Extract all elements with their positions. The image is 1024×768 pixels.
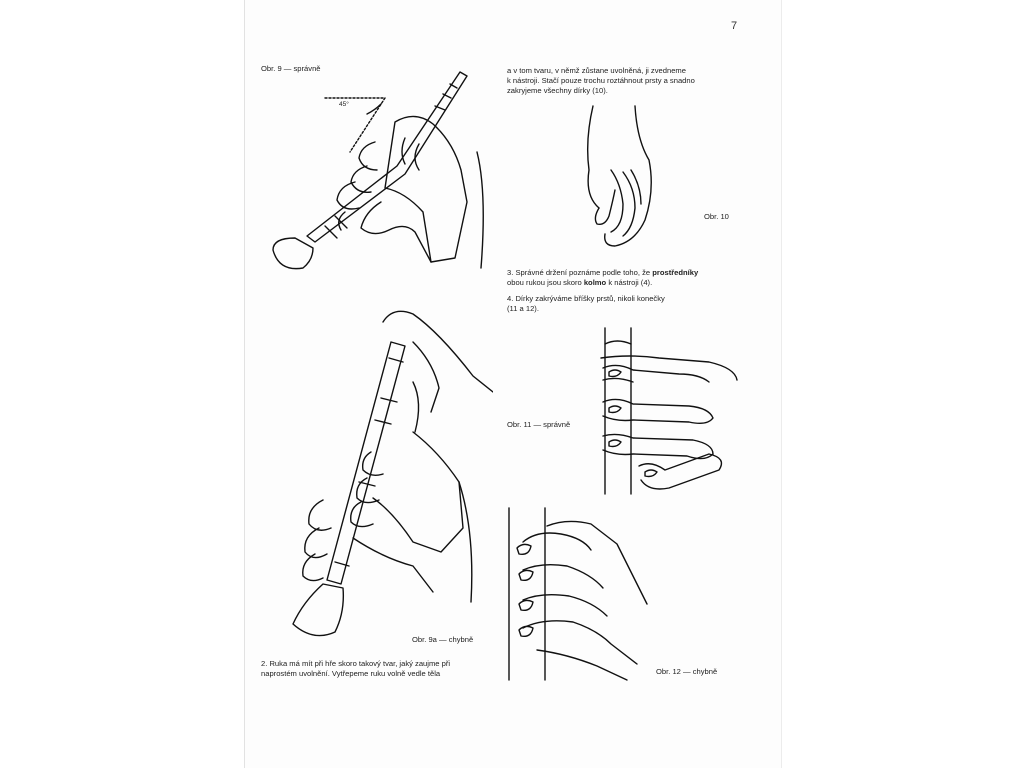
page-number: 7 [731, 20, 738, 32]
paragraph-top-line-3: zakryjeme všechny dírky (10). [507, 86, 608, 95]
p3-text-e: k nástroji (4). [606, 278, 653, 287]
figure-12-fingers-incorrect-illustration [507, 504, 657, 684]
paragraph-3-line-1: 3. Správné držení poznáme podle toho, že… [507, 268, 737, 278]
paragraph-2-line-2: naprostém uvolnění. Vytřepeme ruku volně… [261, 669, 441, 678]
p3-text-c: obou rukou jsou skoro [507, 278, 584, 287]
figure-10-relaxed-hand-illustration [575, 100, 685, 250]
paragraph-3-line-2: obou rukou jsou skoro kolmo k nástroji (… [507, 278, 737, 288]
caption-fig10: Obr. 10 [704, 212, 729, 221]
caption-fig11: Obr. 11 — správně [507, 420, 571, 429]
paragraph-4-line-1: 4. Dírky zakrýváme bříšky prstů, nikoli … [507, 294, 665, 303]
p3-bold-prostredniky: prostředníky [652, 268, 699, 277]
book-page: 7 Obr. 9 — správně [244, 0, 782, 768]
paragraph-top-line-1: a v tom tvaru, v němž zůstane uvolněná, … [507, 66, 686, 75]
paragraph-top-line-2: k nástroji. Stačí pouze trochu roztáhnou… [507, 76, 695, 85]
figure-11-fingers-correct-illustration [589, 324, 739, 500]
caption-fig9a: Obr. 9a — chybně [412, 635, 474, 644]
caption-fig9: Obr. 9 — správně [261, 64, 321, 73]
paragraph-2-line-1: 2. Ruka má mít při hře skoro takový tvar… [261, 659, 451, 668]
figure-9-recorder-hands-illustration [255, 62, 495, 282]
p3-text-a: 3. Správné držení poznáme podle toho, že [507, 268, 653, 277]
p3-bold-kolmo: kolmo [583, 278, 607, 287]
figure-9a-recorder-hands-illustration [263, 302, 493, 642]
angle-label: 45° [339, 101, 349, 108]
caption-fig12: Obr. 12 — chybně [656, 667, 718, 676]
paragraph-4-line-2: (11 a 12). [507, 304, 539, 313]
